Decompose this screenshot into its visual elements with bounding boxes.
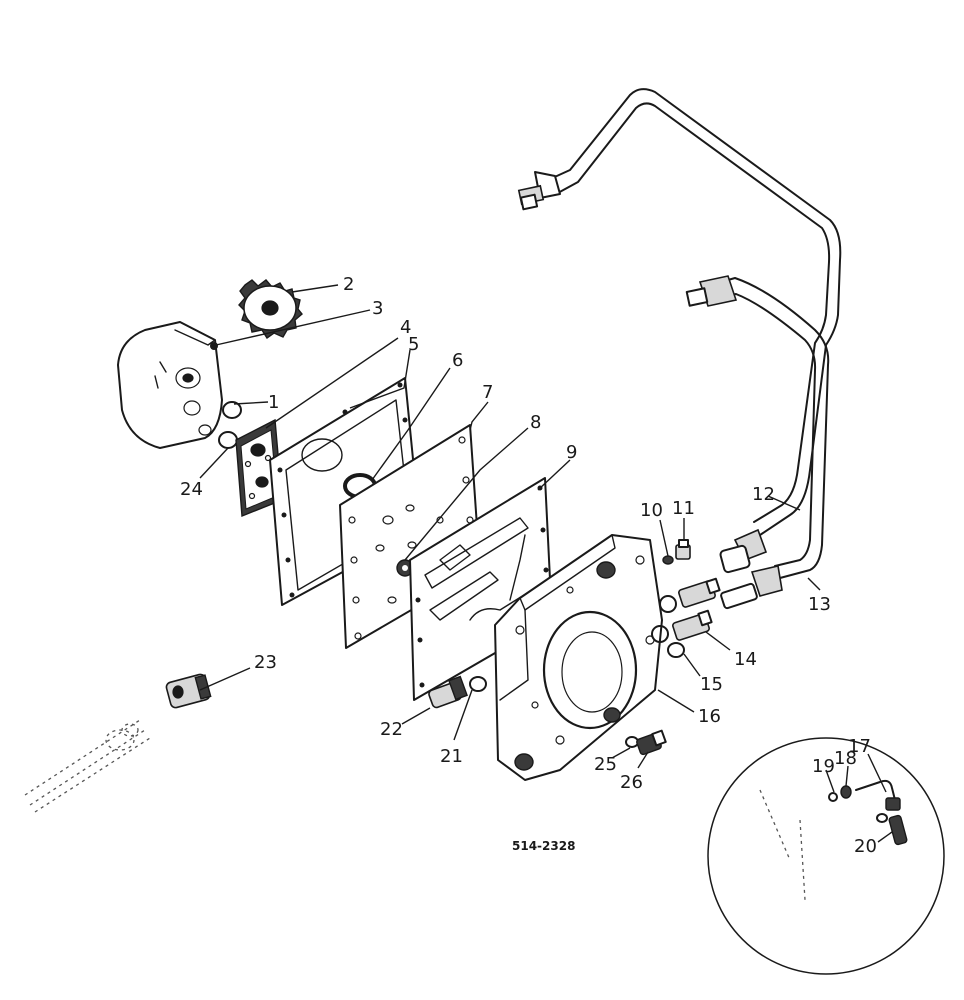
pump-housing <box>117 321 223 449</box>
callout-labels: 1 2 3 4 5 6 7 8 9 10 11 12 13 14 15 16 1… <box>180 274 877 857</box>
pipe-12-nut-lower <box>719 528 768 574</box>
callout-1: 1 <box>268 392 279 413</box>
o-ring-part-15 <box>667 642 685 658</box>
callout-17: 17 <box>848 736 871 757</box>
callout-2: 2 <box>343 274 354 295</box>
callout-15: 15 <box>700 674 723 695</box>
pipe-13-nut-lower <box>720 565 783 610</box>
callout-3: 3 <box>372 298 383 319</box>
o-ring-part-1 <box>222 401 242 419</box>
callout-7: 7 <box>482 382 493 403</box>
pipe-13 <box>685 275 830 610</box>
o-ring-part-24 <box>218 431 238 449</box>
callout-21: 21 <box>440 746 463 767</box>
pipe-12-nut-upper <box>517 171 561 211</box>
callout-4: 4 <box>400 317 411 338</box>
callout-13: 13 <box>808 594 831 615</box>
dotted-shaft <box>24 719 151 813</box>
housing-bore <box>542 610 638 730</box>
callout-25: 25 <box>594 754 617 775</box>
callout-5: 5 <box>408 334 419 355</box>
callout-22: 22 <box>380 719 403 740</box>
callout-14: 14 <box>734 649 757 670</box>
inset-detail <box>707 737 945 975</box>
plug-part-26 <box>636 729 667 756</box>
callout-8: 8 <box>530 412 541 433</box>
plate-part-4 <box>235 418 283 518</box>
main-housing-part-16 <box>494 534 663 781</box>
elbow-part-17 <box>855 779 901 811</box>
callout-23: 23 <box>254 652 277 673</box>
callout-19: 19 <box>812 756 835 777</box>
callout-12: 12 <box>752 484 775 505</box>
pipe-13-nut-upper <box>685 275 738 307</box>
plug-part-11 <box>675 539 691 560</box>
pipe-12 <box>517 88 842 574</box>
union-part-14 <box>651 609 713 643</box>
gear-part-2 <box>238 279 303 340</box>
callout-26: 26 <box>620 772 643 793</box>
callout-9: 9 <box>566 442 577 463</box>
fitting-part-20 <box>876 813 908 846</box>
union-part-upper <box>659 577 721 613</box>
connector-part-22 <box>428 675 468 709</box>
fitting-part-23 <box>165 673 212 709</box>
callout-16: 16 <box>698 706 721 727</box>
o-ring-part-21 <box>469 676 487 692</box>
callout-18: 18 <box>834 748 857 769</box>
callout-10: 10 <box>640 500 663 521</box>
callout-20: 20 <box>854 836 877 857</box>
callout-6: 6 <box>452 350 463 371</box>
washer-part-18 <box>840 785 852 799</box>
washer-part-10 <box>662 555 674 565</box>
leader-lines <box>199 284 893 843</box>
o-ring-part-19 <box>828 792 838 802</box>
callout-11: 11 <box>672 498 695 519</box>
drawing-reference: 514-2328 <box>512 839 575 853</box>
callout-24: 24 <box>180 479 203 500</box>
